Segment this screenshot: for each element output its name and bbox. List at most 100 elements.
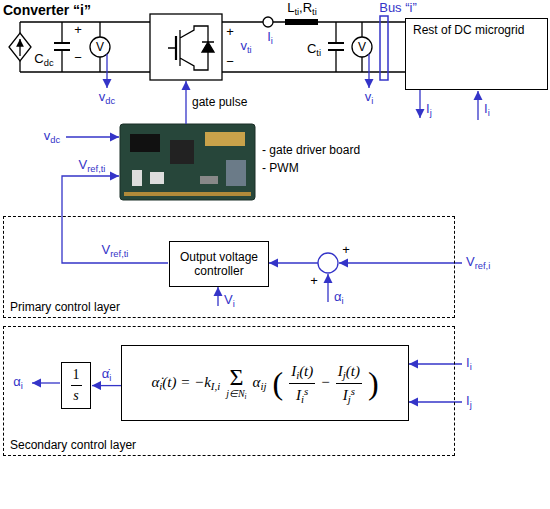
fraction-bar: [289, 383, 315, 384]
capacitor-label: Cdc: [34, 51, 53, 69]
system-box: Rest of DC microgrid: [405, 18, 548, 90]
integrator-block: 1s: [61, 362, 91, 409]
signal-label: Ii: [267, 29, 273, 47]
sum-sign: +: [342, 242, 350, 258]
text-part: V: [102, 242, 111, 257]
text-part: i: [109, 372, 111, 382]
text-part: i: [296, 369, 299, 381]
text-part: C: [307, 41, 316, 56]
text-part: dc: [105, 96, 115, 106]
converter-symbol: [175, 36, 177, 60]
text-part: i: [21, 381, 23, 391]
text-part: ref,ti: [87, 164, 105, 174]
block-text: Rest of DC microgrid: [413, 23, 540, 37]
control-layer-region: 1sα̇i(t) = −kI,iΣj∈Niαij(Ii(t)Iis−Ij(t)I…: [3, 326, 455, 456]
polarity-sign: −: [74, 50, 82, 66]
signal-label: vdc: [44, 128, 60, 146]
text-part: i: [271, 36, 273, 46]
signal-label: Ij: [426, 101, 432, 119]
text-part: i: [159, 380, 162, 392]
equation-block: α̇i(t) = −kI,iΣj∈Niαij(Ii(t)Iis−Ij(t)Ijs…: [121, 345, 409, 421]
text-part: ti: [294, 7, 299, 17]
text-part: s: [304, 385, 308, 397]
gate-driver-board-picture: [226, 160, 246, 186]
figure-title: Converter “i”: [3, 2, 91, 19]
text-part: i: [488, 108, 490, 118]
text-part: I: [267, 29, 271, 44]
text-part: V: [466, 254, 475, 269]
math-text: −: [321, 374, 329, 391]
board-note: - gate driver board: [262, 143, 360, 157]
signal-wire: [66, 136, 119, 137]
fraction-bar: [71, 385, 82, 386]
signal-wire: [327, 274, 328, 302]
gate-driver-board-picture: [120, 124, 255, 200]
signal-wire: [217, 287, 218, 306]
converter-symbol: [150, 14, 222, 80]
math-text: Iis: [296, 385, 308, 406]
meter-letter: V: [96, 40, 104, 54]
converter-symbol: [202, 42, 214, 52]
text-part: C: [34, 51, 43, 66]
fraction-bar: [336, 383, 362, 384]
text-part: I: [296, 387, 301, 403]
signal-label: αi: [334, 289, 344, 307]
text-part: ij: [260, 380, 266, 392]
block-text: Output voltage controller: [174, 250, 264, 279]
math-text: Ii(t): [291, 363, 313, 381]
current-sensor-symbol: [263, 17, 273, 27]
bus-bar: [380, 16, 388, 80]
text-part: α: [13, 374, 21, 389]
text-part: I: [466, 355, 470, 370]
signal-wire: [419, 90, 420, 118]
math-text: αij: [253, 374, 267, 392]
polarity-sign: −: [226, 54, 234, 70]
text-part: i: [233, 299, 235, 309]
text-part: v: [365, 89, 372, 104]
converter-symbol: [168, 26, 214, 70]
text-part: I: [343, 387, 348, 403]
signal-label: vi: [365, 89, 374, 107]
current-sensor-symbol: [263, 17, 273, 27]
text-part: V: [224, 292, 233, 307]
text-part: ,R: [299, 0, 312, 15]
block-text: Secondary control layer: [10, 438, 136, 452]
math-text: Σ: [229, 364, 243, 392]
bus-bar: [380, 16, 388, 80]
signal-label: α̇i: [101, 366, 113, 384]
signal-label: Vref,i: [466, 254, 490, 272]
text-part: (t): [299, 363, 313, 379]
text-part: s: [351, 385, 355, 397]
text-part: i: [470, 362, 472, 372]
text-part: I: [466, 393, 470, 408]
text-part: I: [291, 363, 296, 379]
math-text: j∈Ni: [226, 388, 246, 401]
dependent-source-symbol: [19, 39, 20, 56]
text-part: dc: [44, 58, 54, 68]
text-part: L: [287, 0, 294, 15]
signal-arrow: [92, 385, 121, 386]
text-part: ti: [316, 48, 321, 58]
signal-label: vti: [240, 38, 251, 56]
gate-driver-board-picture: [200, 176, 218, 184]
signal-label: αi: [13, 374, 23, 392]
math-text: ): [368, 365, 379, 402]
text-part: v: [240, 38, 247, 53]
signal-wire: [62, 176, 168, 263]
text-part: ti: [312, 7, 317, 17]
text-part: i: [371, 96, 373, 106]
signal-label: Ii: [466, 355, 472, 373]
meter-letter: V: [358, 40, 366, 54]
text-part: I: [484, 101, 488, 116]
math-text: s: [73, 388, 78, 404]
text-part: dc: [50, 135, 60, 145]
text-part: v: [44, 128, 51, 143]
signal-wire: [477, 91, 478, 120]
inductor-label: Lti,Rti: [287, 0, 317, 18]
controller-block: Output voltage controller: [169, 241, 269, 287]
text-part: α̇: [102, 366, 110, 381]
summing-junction: [318, 253, 338, 273]
signal-caption: gate pulse: [192, 95, 247, 109]
gate-driver-board-picture: [150, 172, 164, 184]
